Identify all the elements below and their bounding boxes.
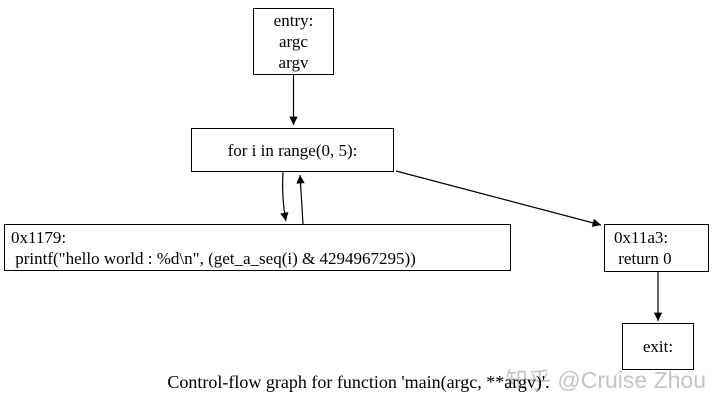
node-printf-address: 0x1179: — [11, 227, 67, 247]
node-return-block: 0x11a3: return 0 — [604, 224, 709, 272]
edge-printf-to-loop — [296, 174, 305, 225]
node-entry: entry: argc argv — [253, 8, 334, 75]
node-for-loop: for i in range(0, 5): — [191, 128, 394, 172]
edge-loop-to-printf — [280, 171, 289, 222]
node-return-address: 0x11a3: — [614, 228, 669, 247]
watermark: 知乎 @Cruise Zhou — [505, 367, 707, 393]
node-for-loop-label: for i in range(0, 5): — [227, 140, 358, 160]
node-printf-code: printf("hello world : %d\n", (get_a_seq(… — [11, 248, 416, 268]
node-printf-block: 0x1179: printf("hello world : %d\n", (ge… — [4, 224, 511, 271]
node-entry-line: entry: — [273, 11, 314, 30]
node-return-code: return 0 — [614, 249, 672, 268]
node-entry-line: argv — [278, 53, 309, 72]
node-entry-line: argc — [279, 32, 308, 51]
edge-loop-to-ret — [395, 170, 602, 227]
node-exit: exit: — [622, 323, 694, 370]
node-exit-label: exit: — [642, 337, 674, 356]
graph-caption: Control-flow graph for function 'main(ar… — [167, 372, 550, 392]
